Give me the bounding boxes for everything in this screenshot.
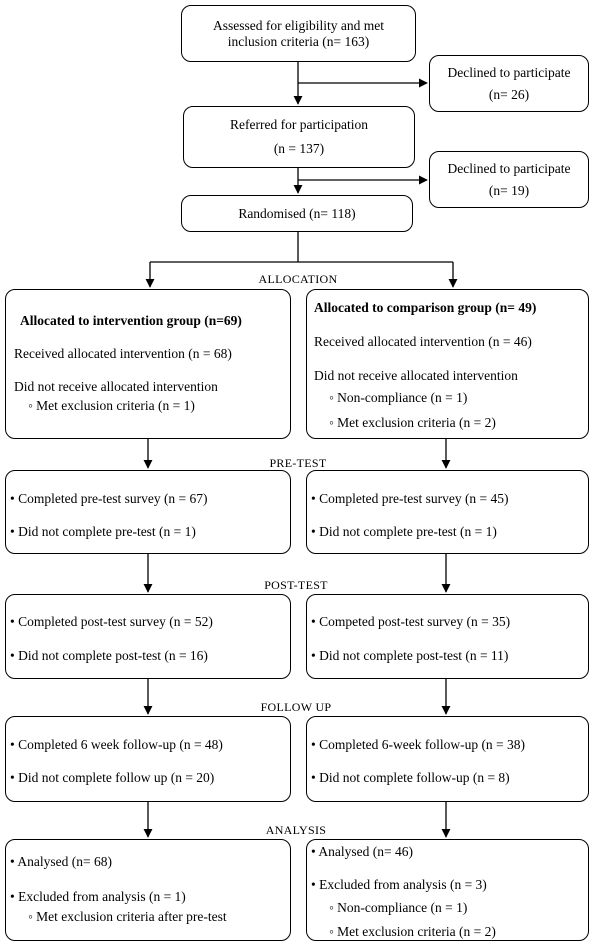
intervention-allocation-box: Allocated to intervention group (n=69) R… [5,289,291,439]
comparison-followup-completed: • Completed 6-week follow-up (n = 38) [311,737,526,752]
intervention-followup-box: • Completed 6 week follow-up (n = 48) • … [5,716,291,802]
intervention-pretest-not-completed: • Did not complete pre-test (n = 1) [10,524,196,539]
intervention-allocation-title: Allocated to intervention group (n=69) [20,313,242,328]
intervention-pretest-box: • Completed pre-test survey (n = 67) • D… [5,470,291,554]
intervention-followup-completed: • Completed 6 week follow-up (n = 48) [10,737,223,752]
declined2-label: Declined to participate [447,160,571,176]
comparison-not-received: Did not receive allocated intervention [314,368,518,383]
section-pretest: PRE-TEST [269,456,327,470]
intervention-followup-not-completed: • Did not complete follow up (n = 20) [10,770,215,785]
comparison-excluded-reason-2: ◦ Met exclusion criteria (n = 2) [329,924,496,939]
declined2-count: (n= 19) [488,182,530,198]
referred-count: (n = 137) [273,141,325,156]
section-posttest: POST-TEST [264,578,328,592]
comparison-followup-box: • Completed 6-week follow-up (n = 38) • … [306,716,589,802]
comparison-allocation-title: Allocated to comparison group (n= 49) [314,300,537,315]
comparison-posttest-not-completed: • Did not complete post-test (n = 11) [311,648,509,663]
randomised-label: Randomised (n= 118) [238,205,356,221]
intervention-posttest-box: • Completed post-test survey (n = 52) • … [5,594,291,679]
comparison-reason-2: ◦ Met exclusion criteria (n = 2) [329,415,496,430]
comparison-followup-not-completed: • Did not complete follow-up (n = 8) [311,770,510,785]
intervention-analysed: • Analysed (n= 68) [10,854,112,869]
declined1-count: (n= 26) [488,86,530,102]
comparison-analysis-box: • Analysed (n= 46) • Excluded from analy… [306,839,589,941]
assessed-box: Assessed for eligibility and met inclusi… [181,5,416,62]
comparison-reason-1: ◦ Non-compliance (n = 1) [329,390,468,405]
declined-box-1: Declined to participate (n= 26) [429,55,589,112]
intervention-reason-1: ◦ Met exclusion criteria (n = 1) [28,398,195,413]
section-followup: FOLLOW UP [260,700,332,714]
comparison-excluded-reason-1: ◦ Non-compliance (n = 1) [329,900,468,915]
intervention-posttest-completed: • Completed post-test survey (n = 52) [10,614,213,629]
comparison-allocation-box: Allocated to comparison group (n= 49) Re… [306,289,589,439]
intervention-not-received: Did not receive allocated intervention [14,379,218,394]
comparison-posttest-box: • Competed post-test survey (n = 35) • D… [306,594,589,679]
comparison-posttest-completed: • Competed post-test survey (n = 35) [311,614,511,629]
intervention-received: Received allocated intervention (n = 68) [14,346,232,361]
referred-label: Referred for participation [230,117,368,132]
section-allocation: ALLOCATION [258,272,338,286]
assessed-line-1: Assessed for eligibility and met [213,17,384,33]
comparison-pretest-box: • Completed pre-test survey (n = 45) • D… [306,470,589,554]
declined1-label: Declined to participate [447,64,571,80]
intervention-excluded-reason-1: ◦ Met exclusion criteria after pre-test [28,909,227,924]
declined-box-2: Declined to participate (n= 19) [429,151,589,208]
assessed-line-2: inclusion criteria (n= 163) [227,33,370,49]
randomised-box: Randomised (n= 118) [181,195,413,232]
intervention-pretest-completed: • Completed pre-test survey (n = 67) [10,491,208,506]
section-analysis: ANALYSIS [265,823,327,837]
intervention-analysis-box: • Analysed (n= 68) • Excluded from analy… [5,839,291,941]
comparison-received: Received allocated intervention (n = 46) [314,334,532,349]
intervention-excluded: • Excluded from analysis (n = 1) [10,889,186,904]
comparison-pretest-completed: • Completed pre-test survey (n = 45) [311,491,509,506]
comparison-pretest-not-completed: • Did not complete pre-test (n = 1) [311,524,497,539]
intervention-posttest-not-completed: • Did not complete post-test (n = 16) [10,648,208,663]
referred-box: Referred for participation (n = 137) [183,106,415,168]
comparison-excluded: • Excluded from analysis (n = 3) [311,877,487,892]
comparison-analysed: • Analysed (n= 46) [311,844,413,859]
